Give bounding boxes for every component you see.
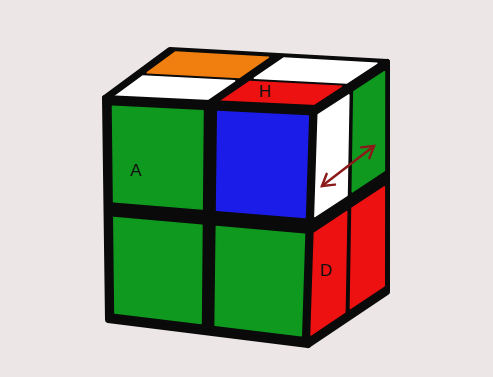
sticker — [315, 95, 349, 217]
sticker-letter: H — [259, 83, 271, 100]
sticker-letter: D — [320, 262, 332, 279]
sticker-letter: A — [130, 162, 141, 179]
front-face — [105, 98, 316, 345]
sticker — [215, 226, 304, 335]
sticker — [147, 52, 268, 77]
sticker — [114, 217, 202, 323]
sticker — [112, 106, 203, 209]
sticker — [350, 187, 384, 309]
sticker — [352, 72, 384, 192]
twist-arrow — [322, 146, 374, 186]
sticker — [217, 111, 309, 217]
sticker — [311, 212, 347, 335]
right-face — [308, 62, 387, 345]
